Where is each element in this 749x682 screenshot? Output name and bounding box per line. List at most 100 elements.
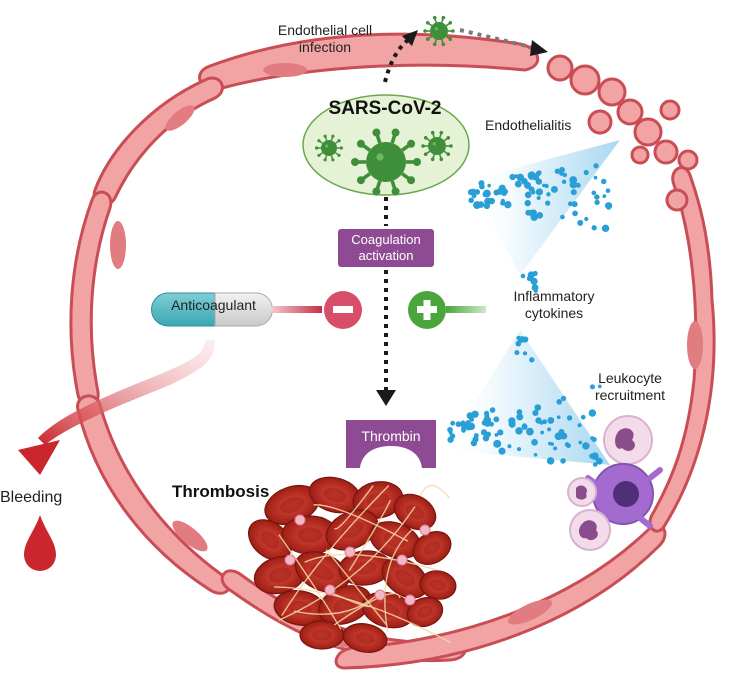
- platelet: [344, 546, 356, 558]
- cytokine-dot: [577, 219, 584, 226]
- virus-particles: [315, 128, 453, 196]
- cytokine-dot: [545, 200, 551, 206]
- virus-icon: [421, 130, 453, 162]
- escaping-virus-icon: [423, 15, 455, 47]
- cytokine-dot: [602, 194, 607, 198]
- cytokine-dot: [522, 336, 529, 343]
- cell-nucleus: [263, 63, 307, 77]
- cytokine-dot: [479, 183, 485, 190]
- infection-arrows: [383, 28, 536, 83]
- inhibit-line: [272, 306, 322, 313]
- fibrin-strand: [325, 549, 388, 626]
- cytokine-dot: [482, 434, 490, 442]
- cytokine-dot: [529, 357, 535, 363]
- cytokine-dot: [527, 171, 536, 180]
- cytokine-dot: [535, 178, 543, 185]
- cytokine-dot: [561, 179, 567, 184]
- cytokine-dot: [567, 201, 573, 207]
- cytokine-cone-upper: [470, 140, 620, 275]
- thrombin-label: Thrombin: [361, 428, 421, 444]
- cytokine-dot: [489, 407, 496, 413]
- inflammatory-label: Inflammatory cytokines: [484, 288, 624, 322]
- cytokine-dot: [559, 171, 564, 176]
- cytokine-dot: [606, 205, 611, 210]
- inflammatory-line-2: cytokines: [524, 305, 584, 321]
- cytokine-dot: [590, 384, 595, 390]
- cytokine-dot: [474, 189, 481, 195]
- cytokine-dot: [516, 409, 523, 415]
- thrombosis-clot-icon: [248, 476, 457, 653]
- cytokine-dot: [595, 457, 603, 465]
- cytokine-dot: [502, 188, 509, 195]
- cytokine-dot: [560, 214, 565, 220]
- cytokine-dot: [550, 186, 558, 193]
- platelet: [419, 524, 431, 536]
- cytokine-dot: [471, 193, 477, 199]
- coagulation-box: Coagulation activation: [338, 229, 434, 267]
- cytokine-dot: [487, 183, 491, 188]
- virus-icon: [351, 128, 421, 196]
- cytokine-dot: [468, 197, 474, 204]
- cytokine-dot: [536, 212, 544, 219]
- cytokine-dot: [540, 430, 545, 435]
- cytokine-dot: [482, 191, 488, 198]
- cytokine-dot: [571, 201, 578, 208]
- platelet: [294, 514, 306, 526]
- cytokine-dot: [584, 216, 589, 222]
- cytokine-dot: [524, 191, 532, 199]
- endothelial-cell: [69, 190, 113, 409]
- cytokine-dot: [525, 209, 532, 216]
- cytokine-dot: [494, 432, 499, 437]
- cytokine-dot: [547, 427, 552, 432]
- platelet: [404, 594, 416, 606]
- cell-nucleus: [172, 520, 208, 552]
- fibrin-strand: [333, 485, 374, 530]
- cytokine-dot: [473, 201, 481, 210]
- coagulation-line-1: Coagulation: [351, 232, 421, 247]
- cytokine-dot: [542, 419, 548, 425]
- cytokine-dot: [515, 340, 522, 347]
- anticoagulant-pill-icon: [151, 292, 273, 327]
- cytokine-dot: [497, 429, 504, 436]
- cytokine-dot: [484, 197, 492, 205]
- cytokine-dot: [594, 194, 600, 200]
- endothelialitis-label: Endothelialitis: [485, 117, 572, 133]
- cytokine-dot: [516, 335, 521, 341]
- cytokine-dot: [601, 224, 610, 233]
- cytokine-dot: [570, 189, 577, 196]
- cytokine-dot: [547, 417, 555, 424]
- cytokine-dot: [493, 416, 500, 423]
- cytokine-dot: [528, 186, 535, 193]
- cytokine-dot: [526, 427, 534, 436]
- fibrin-strand: [384, 529, 413, 633]
- cytokine-dot: [569, 180, 578, 189]
- cytokine-dot: [532, 409, 539, 417]
- thrombosis-label: Thrombosis: [172, 482, 270, 501]
- leukocyte-label: Leukocyte recruitment: [570, 370, 690, 404]
- endothelial-cell: [92, 76, 224, 207]
- cytokine-dot: [593, 175, 598, 180]
- anticoagulant-label: Anticoagulant: [171, 297, 256, 313]
- cytokine-dot: [514, 174, 519, 179]
- cytokine-dot: [504, 200, 512, 209]
- cytokine-dot: [478, 203, 484, 208]
- cytokine-dot: [554, 168, 561, 174]
- infection-arrow: [383, 38, 410, 83]
- fibrin-strand: [274, 586, 451, 644]
- fibrin-strand: [313, 504, 409, 542]
- cytokine-dot: [447, 436, 454, 443]
- cytokine-dot: [562, 172, 568, 178]
- cytokine-dot: [553, 446, 558, 451]
- cytokine-dot: [520, 273, 526, 279]
- cell-nucleus: [687, 321, 703, 369]
- cytokine-dot: [499, 189, 504, 194]
- cytokine-dot: [583, 169, 589, 176]
- blood-drop-icon: [24, 515, 56, 571]
- fibrin-strand: [278, 506, 416, 621]
- cytokine-dot: [590, 436, 595, 441]
- cytokine-dot: [509, 173, 516, 181]
- cytokine-dot: [448, 430, 453, 435]
- spread-arrow: [459, 28, 536, 50]
- cytokine-dots: [447, 163, 613, 467]
